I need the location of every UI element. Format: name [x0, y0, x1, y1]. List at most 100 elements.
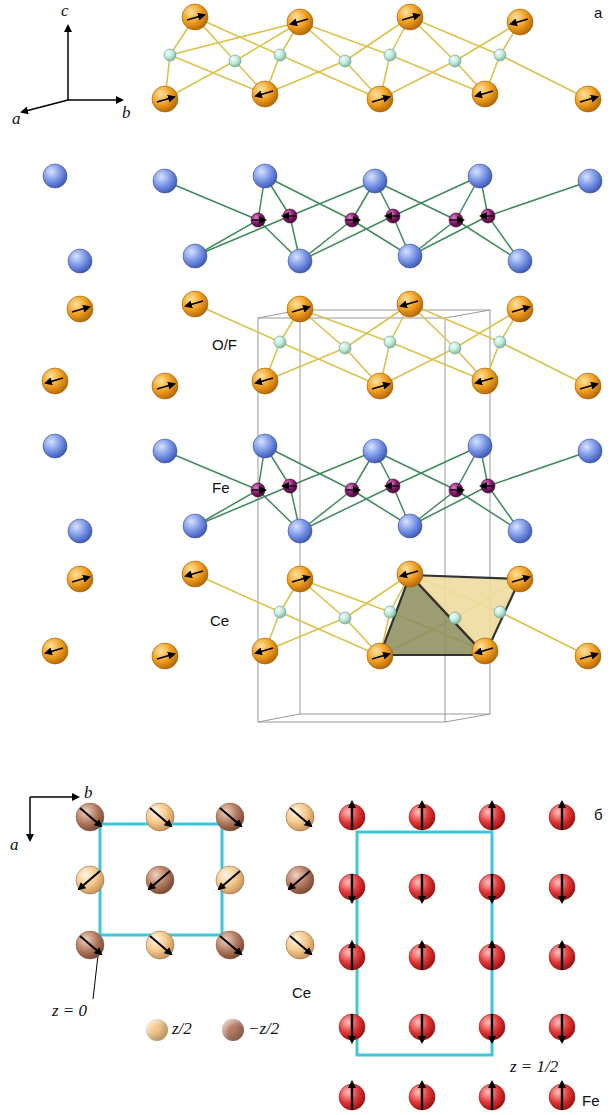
spin-arrow — [72, 577, 89, 582]
bond-line — [165, 451, 258, 490]
spin-arrow — [220, 936, 241, 954]
spin-arrow — [351, 874, 353, 902]
bond-line — [265, 176, 352, 220]
arsenic-atom — [508, 519, 532, 543]
spin-arrow — [401, 301, 418, 306]
oxygen-atom — [339, 612, 351, 624]
spin-arrow — [351, 1014, 353, 1042]
oxygen-atom — [384, 606, 396, 618]
cerium-atom — [216, 803, 244, 831]
spin-arrow — [476, 378, 493, 383]
bond-line — [500, 55, 588, 99]
structure-label: Ce — [210, 612, 229, 630]
spin-arrow — [421, 942, 423, 970]
iron-atom — [345, 213, 359, 227]
spin-arrow — [491, 1082, 493, 1110]
cerium-atom — [252, 81, 278, 107]
spin-arrow — [561, 874, 563, 902]
spin-arrow — [157, 384, 174, 389]
spin-arrow — [256, 648, 273, 653]
cerium-atom — [67, 296, 93, 322]
spin-arrow — [421, 1082, 423, 1110]
spin-arrow — [79, 871, 100, 889]
spin-arrow — [511, 19, 528, 24]
spin-arrow — [220, 808, 241, 826]
structure-label: a — [12, 110, 21, 128]
bond-line — [300, 579, 390, 612]
spin-arrow — [402, 15, 419, 20]
spin-arrow — [491, 1014, 493, 1042]
arsenic-atom — [578, 439, 602, 463]
cerium-atom — [287, 566, 313, 592]
oxygen-atom — [384, 49, 396, 61]
spin-arrow — [29, 797, 31, 840]
arsenic-atom — [468, 434, 492, 458]
iron-atom — [481, 479, 495, 493]
spin-arrow — [421, 874, 423, 902]
structure-label: c — [61, 2, 69, 20]
structure-label: z = 1/2 — [510, 1058, 558, 1076]
cerium-atom — [76, 866, 104, 894]
spin-arrow — [219, 871, 240, 889]
spin-arrow — [421, 1014, 423, 1042]
cerium-atom — [152, 86, 178, 112]
cerium-atom — [287, 9, 313, 35]
cerium-atom — [286, 866, 314, 894]
spin-arrow — [421, 802, 423, 830]
iron-atom — [251, 483, 265, 497]
cerium-atom — [397, 291, 423, 317]
spin-arrow — [491, 802, 493, 830]
bond-line — [488, 451, 590, 486]
oxygen-atom — [449, 612, 461, 624]
cerium-atom — [216, 931, 244, 959]
spin-arrow — [80, 936, 101, 954]
cerium-atom — [286, 803, 314, 831]
spin-arrow — [372, 384, 389, 389]
unit-cell — [258, 310, 490, 722]
iron-atom — [386, 209, 400, 223]
arsenic-atom — [183, 244, 207, 268]
structure-label: b — [84, 784, 93, 802]
cerium-atom — [397, 4, 423, 30]
spin-arrow — [481, 215, 494, 216]
cerium-atom — [182, 4, 208, 30]
spin-arrow — [46, 648, 63, 653]
arsenic-atom — [253, 164, 277, 188]
structure-label: Fe — [582, 1092, 600, 1110]
bond-line — [300, 22, 390, 55]
cerium-atom — [367, 86, 393, 112]
spin-arrow — [80, 808, 101, 826]
spin-arrow — [292, 307, 309, 312]
bond-line — [488, 181, 590, 216]
spin-arrow — [252, 219, 265, 220]
unit-cell — [100, 824, 222, 935]
cerium-atom — [287, 296, 313, 322]
arsenic-atom — [363, 169, 387, 193]
iron-atom — [386, 479, 400, 493]
spin-arrow — [290, 936, 311, 954]
cerium-atom — [76, 803, 104, 831]
bond-line — [410, 17, 500, 55]
spin-arrow — [150, 936, 171, 954]
cerium-atom — [182, 561, 208, 587]
arsenic-atom — [68, 519, 92, 543]
spin-arrow — [580, 97, 597, 102]
structure-label: a — [10, 836, 19, 854]
spin-arrow — [252, 489, 265, 490]
oxygen-atom — [339, 342, 351, 354]
spin-arrow — [186, 301, 203, 306]
oxygen-atom — [494, 336, 506, 348]
spin-arrow — [72, 307, 89, 312]
spin-arrow — [580, 384, 597, 389]
arsenic-atom — [508, 249, 532, 273]
spin-arrow — [150, 808, 171, 826]
cerium-atom — [472, 81, 498, 107]
cerium-atom — [575, 86, 601, 112]
spin-arrow — [292, 577, 309, 582]
arsenic-atom — [43, 434, 67, 458]
spin-arrow — [351, 942, 353, 970]
cerium-atom — [182, 291, 208, 317]
cerium-atom — [146, 803, 174, 831]
oxygen-atom — [339, 55, 351, 67]
cerium-atom — [397, 561, 423, 587]
